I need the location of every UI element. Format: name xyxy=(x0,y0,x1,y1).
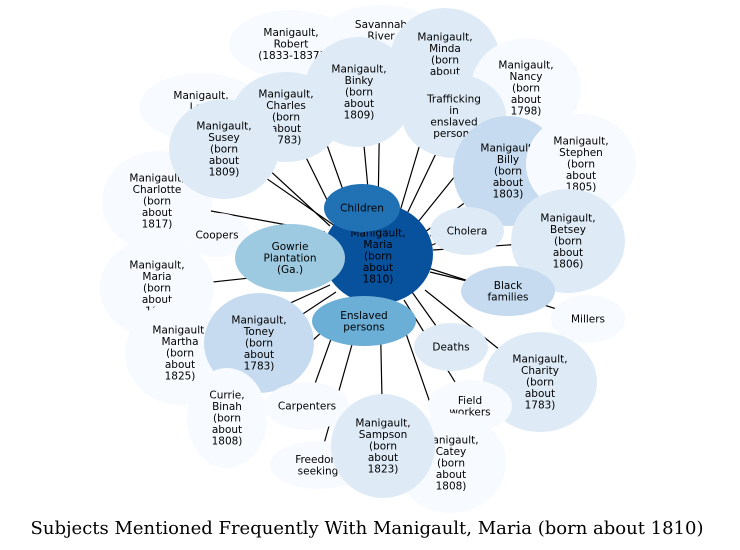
node-bubble[interactable] xyxy=(526,114,636,214)
node-millers[interactable]: Millers xyxy=(551,295,625,343)
node-bubble[interactable] xyxy=(430,207,504,255)
node-bubble[interactable] xyxy=(324,184,400,232)
node-coopers[interactable]: Coopers xyxy=(184,213,250,257)
node-label: Carpenters xyxy=(278,401,336,413)
node-bubble[interactable] xyxy=(184,213,250,257)
node-bubble[interactable] xyxy=(331,394,435,498)
node-cholera[interactable]: Cholera xyxy=(430,207,504,255)
node-bubble[interactable] xyxy=(204,293,314,393)
node-bubble[interactable] xyxy=(414,323,488,371)
node-bubble[interactable] xyxy=(187,368,267,468)
node-bubble[interactable] xyxy=(551,295,625,343)
node-label: Manigault,Robert(1833-1837) xyxy=(258,27,323,62)
diagram-title: Subjects Mentioned Frequently With Manig… xyxy=(31,518,704,539)
node-bubble[interactable] xyxy=(265,382,349,430)
node-bubble[interactable] xyxy=(312,296,416,346)
node-label: Cholera xyxy=(447,226,488,238)
node-deaths[interactable]: Deaths xyxy=(414,323,488,371)
node-label: Millers xyxy=(571,314,605,326)
node-layer: SavannahRiverManigault,Minda(bornabout…M… xyxy=(100,5,636,513)
node-label: Coopers xyxy=(195,230,238,242)
node-children[interactable]: Children xyxy=(324,184,400,232)
node-bubble[interactable] xyxy=(235,224,345,292)
node-bubble[interactable] xyxy=(169,99,279,199)
node-carpenters[interactable]: Carpenters xyxy=(265,382,349,430)
node-bubble[interactable] xyxy=(461,266,555,316)
node-bubble[interactable] xyxy=(511,189,625,293)
node-label: Children xyxy=(340,203,384,215)
node-label: Deaths xyxy=(432,342,469,354)
